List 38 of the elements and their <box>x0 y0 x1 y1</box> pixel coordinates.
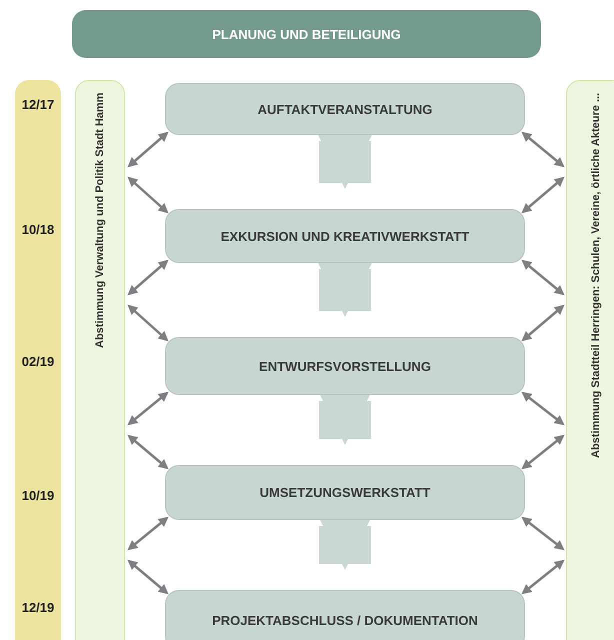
double-arrow <box>128 132 168 168</box>
stakeholder-column <box>75 80 125 640</box>
double-arrow <box>127 560 169 594</box>
process-box <box>165 465 525 520</box>
double-arrow <box>521 176 565 214</box>
process-box <box>165 337 525 395</box>
date-label: 12/19 <box>20 600 56 615</box>
timeline-bar <box>15 80 61 640</box>
double-arrow <box>521 132 565 168</box>
date-label: 10/19 <box>20 488 56 503</box>
double-arrow <box>127 516 169 550</box>
double-arrow <box>521 516 565 550</box>
double-arrow <box>521 260 565 296</box>
double-arrow <box>521 434 565 470</box>
process-box <box>165 590 525 640</box>
date-label: 02/19 <box>20 354 56 369</box>
step-label: EXKURSION UND KREATIVWERKSTATT <box>220 228 470 244</box>
step-label: AUFTAKTVERANSTALTUNG <box>256 100 434 118</box>
double-arrow <box>521 304 565 342</box>
double-arrow <box>127 434 169 470</box>
column-label: Abstimmung Verwaltung und Politik Stadt Hamm <box>94 92 106 348</box>
step-label: UMSETZUNGSWERKSTATT <box>258 484 432 501</box>
double-arrow <box>521 560 565 594</box>
stakeholder-column <box>566 80 614 640</box>
double-arrow <box>128 176 168 214</box>
double-arrow <box>128 304 168 342</box>
date-label: 10/18 <box>20 222 56 237</box>
step-label: ENTWURFSVORSTELLUNG <box>258 358 432 374</box>
process-box <box>165 209 525 263</box>
double-arrow <box>128 260 168 296</box>
header-banner <box>72 10 541 58</box>
column-label: Abstimmung Stadtteil Herringen: Schulen, Vereine, örtliche Akteure ... <box>590 92 602 458</box>
double-arrow <box>127 392 169 426</box>
step-label: PROJEKTABSCHLUSS / DOKUMENTATION <box>211 612 479 628</box>
heading: PLANUNG UND BETEILIGUNG <box>211 26 402 42</box>
double-arrow <box>521 392 565 426</box>
process-box <box>165 83 525 135</box>
date-label: 12/17 <box>20 97 56 112</box>
